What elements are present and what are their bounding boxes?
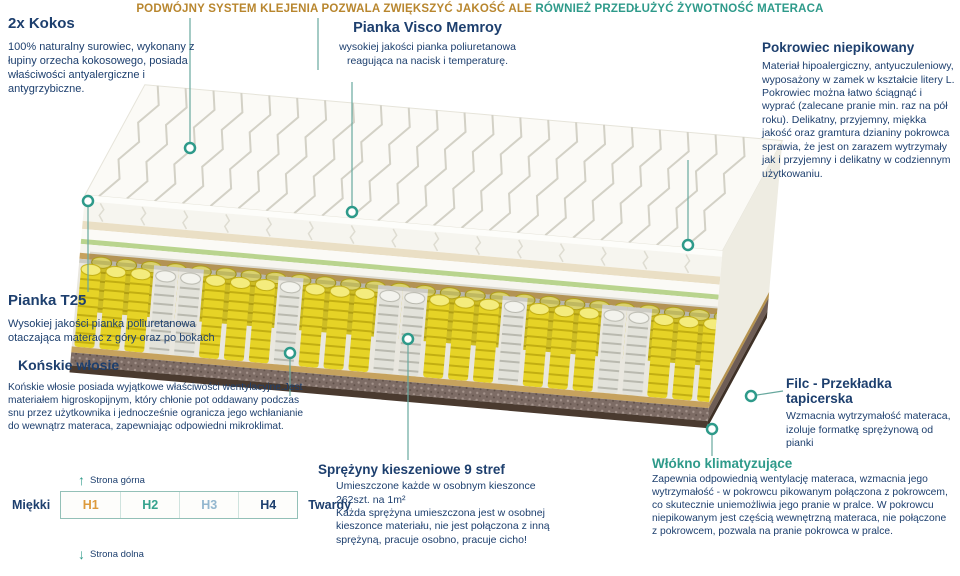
pokrowiec-body: Materiał hipoalergiczny, antyuczuleniowy… xyxy=(762,60,955,180)
connector-filc xyxy=(756,390,784,396)
wlokno-title: Włókno klimatyzujące xyxy=(652,456,793,471)
filc-section: Filc - Przekładka tapicerska Wzmacnia wy… xyxy=(786,376,958,451)
sprezyny-body1: Umieszczone każde w osobnym kieszonce 26… xyxy=(336,480,536,506)
page-header: PODWÓJNY SYSTEM KLEJENIA POZWALA ZWIĘKSZ… xyxy=(0,3,960,15)
filc-title: Filc - Przekładka tapicerska xyxy=(786,376,892,407)
visco-section: Pianka Visco Memroy wysokiej jakości pia… xyxy=(320,20,535,68)
sprezyny-title: Sprężyny kieszeniowe 9 stref xyxy=(318,462,505,477)
pokrowiec-title: Pokrowiec niepikowany xyxy=(762,40,915,55)
visco-title: Pianka Visco Memroy xyxy=(353,20,502,36)
bottom-side-indicator: ↓ Strona dolna xyxy=(78,546,144,562)
header-part2: RÓWNIEŻ PRZEDŁUŻYĆ ŻYWOTNOŚĆ MATERACA xyxy=(531,3,824,15)
filc-body: Wzmacnia wytrzymałość materaca, izoluje … xyxy=(786,410,951,450)
layer-felt-top xyxy=(79,252,718,315)
layer-climate-fiber xyxy=(80,238,719,300)
marker-visco xyxy=(345,205,359,219)
top-zigzag-quilting xyxy=(97,80,748,253)
firmness-scale: Miękki H1 H2 H3 H4 Twardy xyxy=(12,491,351,519)
marker-pokrowiec xyxy=(681,238,695,252)
springs-back-row xyxy=(84,251,718,367)
konskie-title: Końskie włosie xyxy=(18,357,120,373)
konskie-body: Końskie włosie posiada wyjątkowe właściw… xyxy=(8,382,304,433)
sprezyny-section: Sprężyny kieszeniowe 9 stref Umieszczone… xyxy=(318,462,578,547)
wlokno-body: Zapewnia odpowiednią wentylację materaca… xyxy=(652,474,948,537)
marker-filc xyxy=(744,389,758,403)
foam-front-zigzag xyxy=(98,202,691,274)
pokrowiec-section: Pokrowiec niepikowany Materiał hipoalerg… xyxy=(762,40,956,181)
wlokno-section: Włókno klimatyzujące Zapewnia odpowiedni… xyxy=(652,456,954,538)
t25-body: Wysokiej jakości pianka poliuretanowa ot… xyxy=(8,318,215,345)
firmness-h1-button[interactable]: H1 xyxy=(82,498,99,512)
bottom-side-label: Strona dolna xyxy=(90,548,144,560)
hard-label: Twardy xyxy=(308,498,352,512)
top-side-indicator: ↑ Strona górna xyxy=(78,472,145,488)
firmness-h4-button[interactable]: H4 xyxy=(238,492,297,518)
kokos-title: 2x Kokos xyxy=(8,15,75,32)
firmness-segments: H1 H2 H3 H4 xyxy=(60,491,299,519)
soft-label: Miękki xyxy=(12,498,51,512)
marker-t25 xyxy=(81,194,95,208)
t25-title: Pianka T25 xyxy=(8,292,87,309)
top-side-label: Strona górna xyxy=(90,474,145,486)
header-part1: PODWÓJNY SYSTEM KLEJENIA POZWALA ZWIĘKSZ… xyxy=(136,3,532,15)
kokos-body: 100% naturalny surowiec, wykonany z łupi… xyxy=(8,41,195,96)
arrow-up-icon: ↑ xyxy=(78,472,85,488)
marker-sprezyny xyxy=(401,332,415,346)
layer-coconut xyxy=(82,220,721,285)
arrow-down-icon: ↓ xyxy=(78,546,85,562)
marker-kokos xyxy=(183,141,197,155)
marker-konskie xyxy=(283,346,297,360)
sprezyny-body2: Każda sprężyna umieszczona jest w osobne… xyxy=(336,506,550,546)
marker-wlokno xyxy=(705,422,719,436)
visco-body: wysokiej jakości pianka poliuretanowa re… xyxy=(339,41,516,67)
firmness-h3-button[interactable]: H3 xyxy=(179,492,238,518)
firmness-h2-button[interactable]: H2 xyxy=(120,492,179,518)
layer-top-cover xyxy=(84,84,784,252)
